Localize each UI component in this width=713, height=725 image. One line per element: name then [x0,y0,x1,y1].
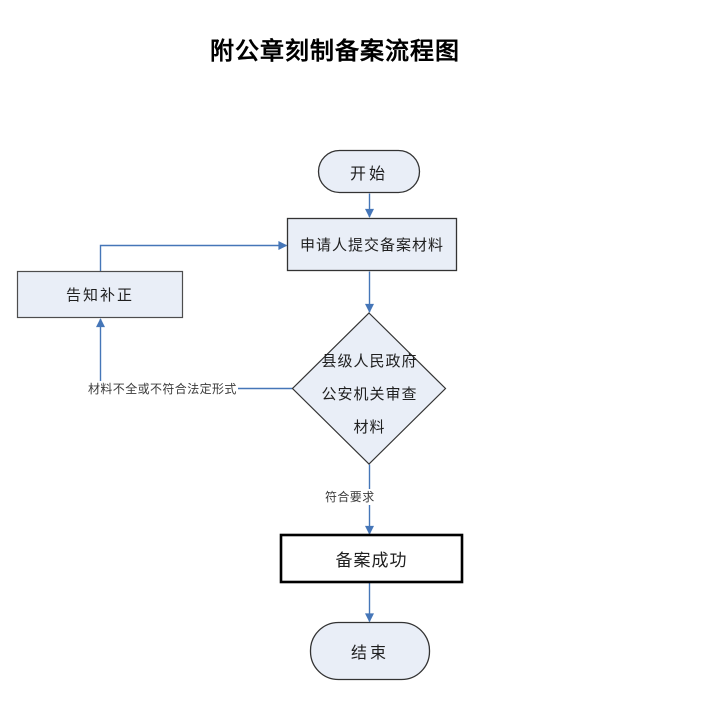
end-node-label: 结束 [350,645,389,662]
notify-process-shape [16,270,184,319]
edge-label-reject: 材料不全或不符合法定形式 [87,381,238,397]
submit-node-label: 申请人提交备案材料 [299,238,444,254]
start-node-label: 开始 [349,165,388,183]
connector-notify-to-submit [99,241,288,271]
review-decision-shape [291,312,447,465]
review-node-line-1: 县级人民政府 [321,354,418,370]
notify-node-label: 告知补正 [65,288,134,304]
connector-review-to-notify [96,318,293,390]
success-node-label: 备案成功 [335,551,408,570]
submit-process-shape [286,217,458,272]
start-terminator-shape [317,149,421,194]
review-node-line-2: 公安机关审查 [321,387,418,403]
review-node-label: 县级人民政府 公安机关审查 材料 [293,318,446,463]
page-title: 附公章刻制备案流程图 [210,38,460,65]
end-terminator-shape [309,621,431,681]
edge-label-accept: 符合要求 [324,489,376,505]
review-node-line-3: 材料 [353,420,386,436]
success-process-shape [279,533,464,584]
